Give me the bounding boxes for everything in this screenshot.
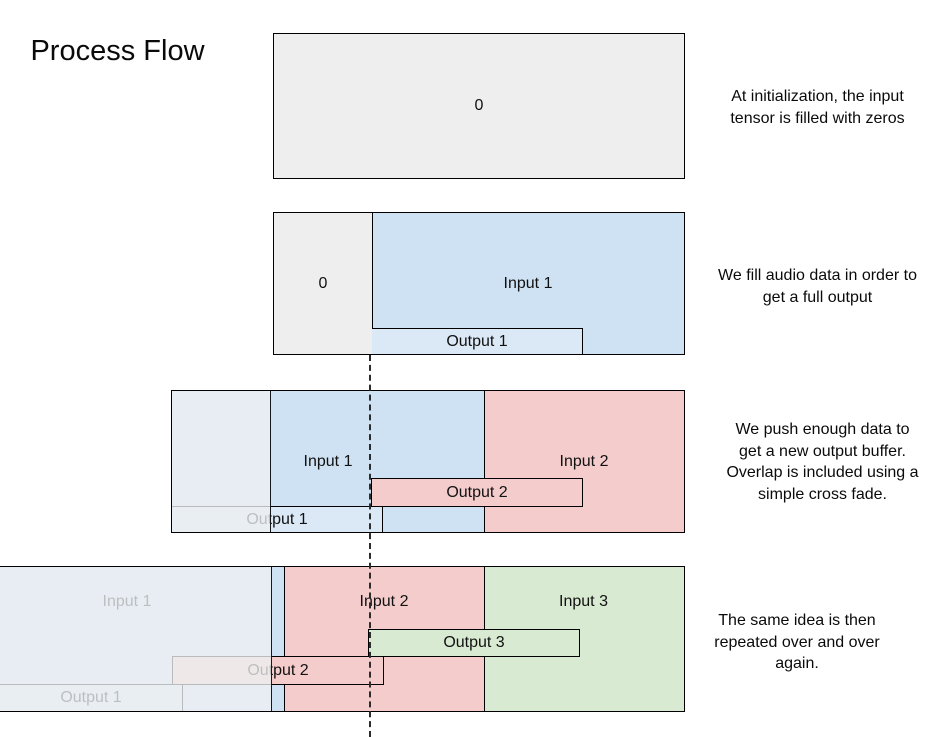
row1-caption: At initialization, the input tensor is f… bbox=[690, 86, 945, 129]
row2-buffer-box: 0 Input 1 Output 1 bbox=[273, 212, 685, 355]
row1-zero-label: 0 bbox=[474, 97, 484, 114]
row2-output1-bar: Output 1 bbox=[372, 328, 583, 354]
page-title: Process Flow bbox=[30, 35, 205, 67]
caption-line: We push enough data to bbox=[735, 421, 910, 438]
row3-caption: We push enough data to get a new output … bbox=[695, 419, 947, 505]
row3-output2-bar: Output 2 bbox=[371, 478, 583, 507]
row4-buffer-box: Input 1 Input 2 Input 3 Output 1 Output … bbox=[0, 566, 685, 712]
caption-line: get a full output bbox=[762, 288, 873, 306]
caption-line: simple cross fade. bbox=[758, 485, 887, 503]
caption-line: Overlap is included using a bbox=[726, 464, 919, 481]
timeline-dashed-line bbox=[369, 355, 371, 737]
row1-zero-tensor-box: 0 bbox=[273, 33, 685, 179]
caption-line: The same idea is then bbox=[718, 612, 876, 629]
caption-line: We fill audio data in order to bbox=[718, 267, 917, 284]
caption-line: repeated over and over bbox=[714, 633, 880, 651]
row4-caption: The same idea is then repeated over and … bbox=[672, 610, 922, 675]
caption-line: again. bbox=[775, 655, 819, 672]
row3-input2-region bbox=[484, 391, 684, 532]
row4-faded-history-overlay bbox=[0, 567, 272, 711]
row3-buffer-box: Input 1 Input 2 Output 1 Output 2 bbox=[171, 390, 685, 533]
caption-line: At initialization, the input bbox=[731, 88, 904, 105]
caption-line: tensor is filled with zeros bbox=[730, 109, 905, 127]
row3-faded-history-overlay bbox=[172, 391, 271, 532]
caption-line: get a new output buffer. bbox=[739, 442, 906, 460]
row2-caption: We fill audio data in order to get a ful… bbox=[690, 265, 945, 308]
row2-zero-region bbox=[274, 213, 372, 354]
row4-output3-bar: Output 3 bbox=[368, 629, 580, 657]
